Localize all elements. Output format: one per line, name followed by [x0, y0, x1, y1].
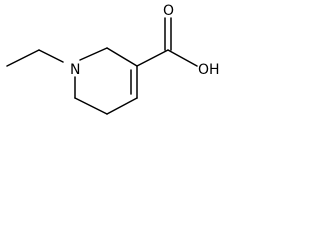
ring-c6-c5-bond [74, 97, 108, 115]
carboxyl-c-oh-bond [167, 49, 198, 67]
c3-carboxyl-carbon-bond [136, 49, 169, 67]
structural-formula: N O OH [6, 3, 220, 115]
hydroxyl-label: OH [198, 62, 220, 78]
ring-c5-c4-bond [106, 97, 138, 115]
ring-n-c2-bond [79, 47, 108, 61]
ethyl-ch2-n-bond [38, 49, 64, 63]
ring-c3-c2-bond [106, 47, 138, 67]
ethyl-ch3-ch2-bond [6, 49, 40, 67]
nitrogen-atom-label: N [70, 62, 80, 78]
carbonyl-oxygen-label: O [163, 3, 174, 19]
